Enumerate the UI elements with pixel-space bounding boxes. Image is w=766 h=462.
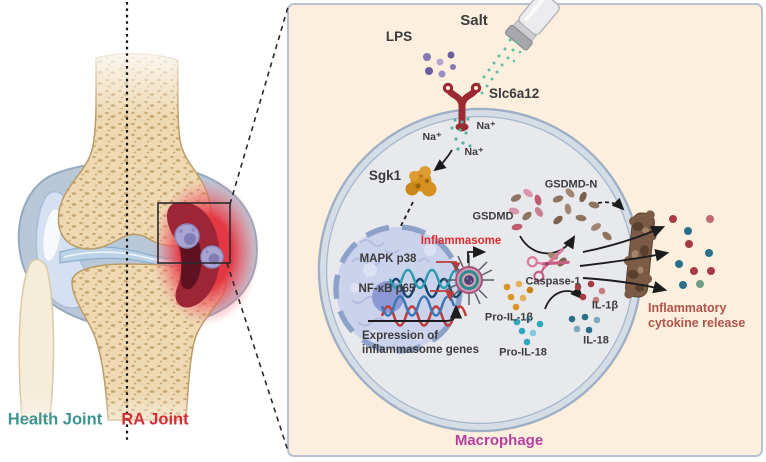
na-label-3: Na⁺ <box>464 145 484 158</box>
expression-label: Expression of inflammasome genes <box>362 330 479 357</box>
il1b-label: IL-1β <box>591 299 619 312</box>
il1b-dots <box>574 280 606 304</box>
slc6a12-transporter-icon <box>442 82 482 132</box>
nfkb-label: NF-κB p65 <box>358 283 416 296</box>
expression-to-inflammasome-arrow <box>368 304 463 322</box>
cytokine-release-line1: Inflammatory <box>648 301 727 315</box>
bone-top-fade <box>50 38 225 116</box>
sgk1-label: Sgk1 <box>368 168 402 184</box>
zoom-connector-lines <box>226 6 289 452</box>
gsdmd-n-fragments <box>547 188 612 267</box>
il18-label: IL-18 <box>583 334 609 347</box>
na-label-2: Na⁺ <box>422 130 442 143</box>
inflammasome-label: Inflammasome <box>420 235 502 248</box>
zoom-box <box>157 202 231 264</box>
gsdmd-label: GSDMD <box>472 210 514 223</box>
salt-label: Salt <box>460 12 488 30</box>
expression-label-line2: inflammasome genes <box>362 343 479 356</box>
fibula-bone <box>18 258 55 421</box>
ra-joint-label: RA Joint <box>121 410 189 429</box>
lps-particles <box>423 51 456 78</box>
health-joint-label: Health Joint <box>7 410 103 429</box>
pro-il18-label: Pro-IL-18 <box>499 346 547 359</box>
na-label-1: Na⁺ <box>476 119 496 132</box>
pro-il1b-dots <box>503 280 534 311</box>
gsdmd-cleavage-arrow <box>519 235 576 255</box>
released-cytokine-dots <box>669 215 715 289</box>
macrophage-panel <box>287 0 763 457</box>
knee-joint-illustration <box>0 2 289 462</box>
salt-shaker-icon <box>504 0 560 51</box>
sodium-ion-dots <box>450 117 472 151</box>
gsdmd-protein-blobs <box>508 188 544 231</box>
sgk1-protein-icon <box>405 166 437 197</box>
pro-il18-dots <box>513 315 544 346</box>
na-to-sgk1-arrow <box>433 149 453 172</box>
macrophage-label: Macrophage <box>454 432 544 450</box>
pro-il1b-label: Pro-IL-1β <box>484 311 534 324</box>
mapk-label: MAPK p38 <box>359 253 417 266</box>
slc6a12-label: Slc6a12 <box>489 86 540 101</box>
expression-label-line1: Expression of <box>362 330 439 342</box>
caspase-label: Caspase-1 <box>525 275 581 288</box>
gsdmd-n-label: GSDMD-N <box>544 178 598 191</box>
il18-dots <box>568 313 601 334</box>
bone-bottom-fade <box>0 394 280 462</box>
cytokine-release-arrows <box>579 225 670 294</box>
cytokine-release-line2: cytokine release <box>648 315 746 330</box>
inflammasome-icon <box>444 255 494 305</box>
salt-grains <box>472 38 522 95</box>
scissors-icon <box>526 247 570 282</box>
caspase-cleavage-arrow <box>544 285 584 310</box>
gsdmdn-to-pore-arrow <box>597 197 625 211</box>
lps-label: LPS <box>385 29 413 45</box>
inflammasome-elbow-arrow <box>467 246 487 263</box>
cytokine-release-label: Inflammatory cytokine release <box>648 301 745 331</box>
